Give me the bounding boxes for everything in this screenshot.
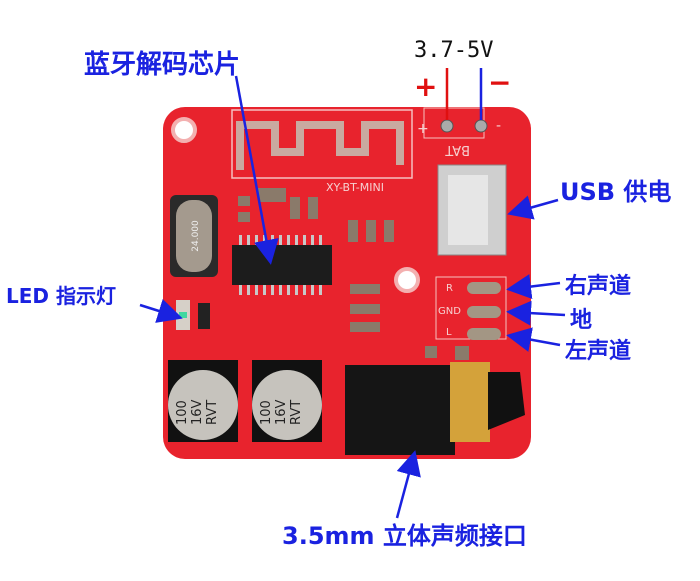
svg-text:R: R xyxy=(446,283,453,294)
svg-text:GND: GND xyxy=(438,306,461,317)
model-label: XY-BT-MINI xyxy=(326,181,384,194)
led-label: LED 指示灯 xyxy=(6,284,116,308)
capacitor: 100 16V RVT xyxy=(252,360,322,442)
pad-r xyxy=(467,282,501,294)
antenna-trace xyxy=(236,121,404,170)
pad-gnd xyxy=(467,306,501,318)
chip-arrow xyxy=(234,75,279,265)
svg-text:16V: 16V xyxy=(190,399,205,425)
right-arrow xyxy=(506,274,561,299)
usb-label: USB 供电 xyxy=(560,178,672,206)
svg-text:RVT: RVT xyxy=(289,400,304,425)
left-channel-label: 左声道 xyxy=(565,339,632,364)
svg-text:100: 100 xyxy=(259,400,274,425)
svg-text:100: 100 xyxy=(175,400,190,425)
jack-arrow xyxy=(395,450,421,519)
bat-minus-pad xyxy=(474,119,488,133)
minus-label: − xyxy=(488,66,512,99)
mount-hole xyxy=(171,117,197,143)
right-channel-label: 右声道 xyxy=(565,274,632,299)
capacitor: 100 16V RVT xyxy=(168,360,238,442)
ground-arrow xyxy=(506,300,566,326)
led-arrow xyxy=(139,299,183,323)
svg-text:+: + xyxy=(417,121,429,137)
svg-text:L: L xyxy=(446,327,452,338)
bat-label: BAT xyxy=(445,142,470,157)
mount-hole xyxy=(394,267,420,293)
usb-arrow xyxy=(507,195,559,220)
voltage-label: 3.7-5V xyxy=(414,38,494,63)
pad-l xyxy=(467,328,501,340)
bat-plus-pad xyxy=(440,119,454,133)
ground-label: 地 xyxy=(570,308,593,333)
crystal-label: 24.000 xyxy=(191,220,201,252)
plus-label: + xyxy=(414,70,438,103)
svg-text:16V: 16V xyxy=(274,399,289,425)
left-arrow xyxy=(506,327,561,352)
audio-jack xyxy=(345,362,525,455)
chip-label: 蓝牙解码芯片 xyxy=(84,50,241,80)
jack-label: 3.5mm 立体声频接口 xyxy=(282,522,527,550)
svg-text:RVT: RVT xyxy=(205,400,220,425)
svg-text:-: - xyxy=(496,118,501,134)
